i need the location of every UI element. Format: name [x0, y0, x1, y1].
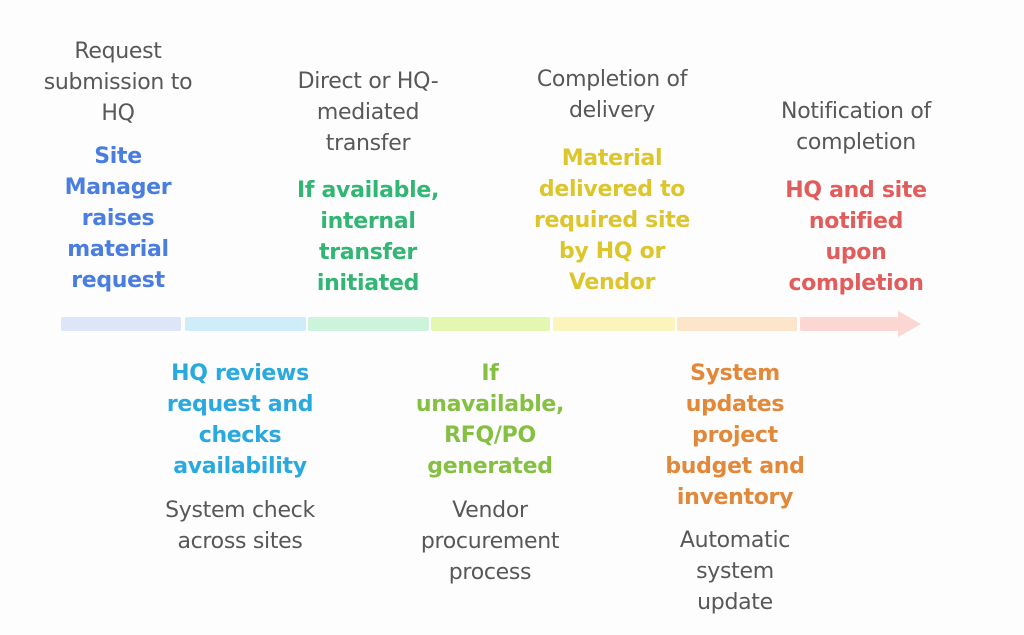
stage-delivery-completion: Completion of delivery Material delivere…	[502, 64, 722, 298]
stage-title: System check across sites	[165, 498, 315, 554]
stage-title: Completion of delivery	[536, 67, 688, 123]
stage-note: HQ reviews request and checks availabili…	[166, 361, 314, 479]
stage-note: Site Manager raises material request	[64, 144, 172, 293]
timeline-segment-2	[185, 317, 306, 331]
stage-note: Material delivered to required site by H…	[533, 146, 691, 295]
stage-title: Direct or HQ- mediated transfer	[297, 69, 439, 156]
timeline-segment-3	[308, 317, 429, 331]
timeline-segment-4	[431, 317, 550, 331]
stage-title: Notification of completion	[781, 99, 931, 155]
stage-transfer: Direct or HQ- mediated transfer If avail…	[258, 66, 478, 299]
stage-note: System updates project budget and invent…	[665, 361, 805, 510]
timeline-segment-1	[61, 317, 181, 331]
timeline-segment-6	[677, 317, 797, 331]
timeline-segment-7	[800, 317, 898, 331]
stage-note: If unavailable, RFQ/PO generated	[415, 361, 565, 479]
stage-hq-review: HQ reviews request and checks availabili…	[130, 358, 350, 557]
arrowhead-icon	[898, 311, 921, 337]
stage-note: If available, internal transfer initiate…	[296, 178, 440, 296]
stage-system-update: System updates project budget and invent…	[625, 358, 845, 618]
stage-request-submission: Request submission to HQ Site Manager ra…	[8, 36, 228, 296]
stage-title: Automatic system update	[679, 528, 791, 615]
stage-title: Request submission to HQ	[43, 39, 193, 126]
stage-note: HQ and site notified upon completion	[785, 178, 927, 296]
stage-rfq-po: If unavailable, RFQ/PO generated Vendor …	[380, 358, 600, 588]
stage-title: Vendor procurement process	[420, 498, 560, 585]
timeline-segment-5	[553, 317, 675, 331]
stage-notification: Notification of completion HQ and site n…	[746, 96, 966, 299]
